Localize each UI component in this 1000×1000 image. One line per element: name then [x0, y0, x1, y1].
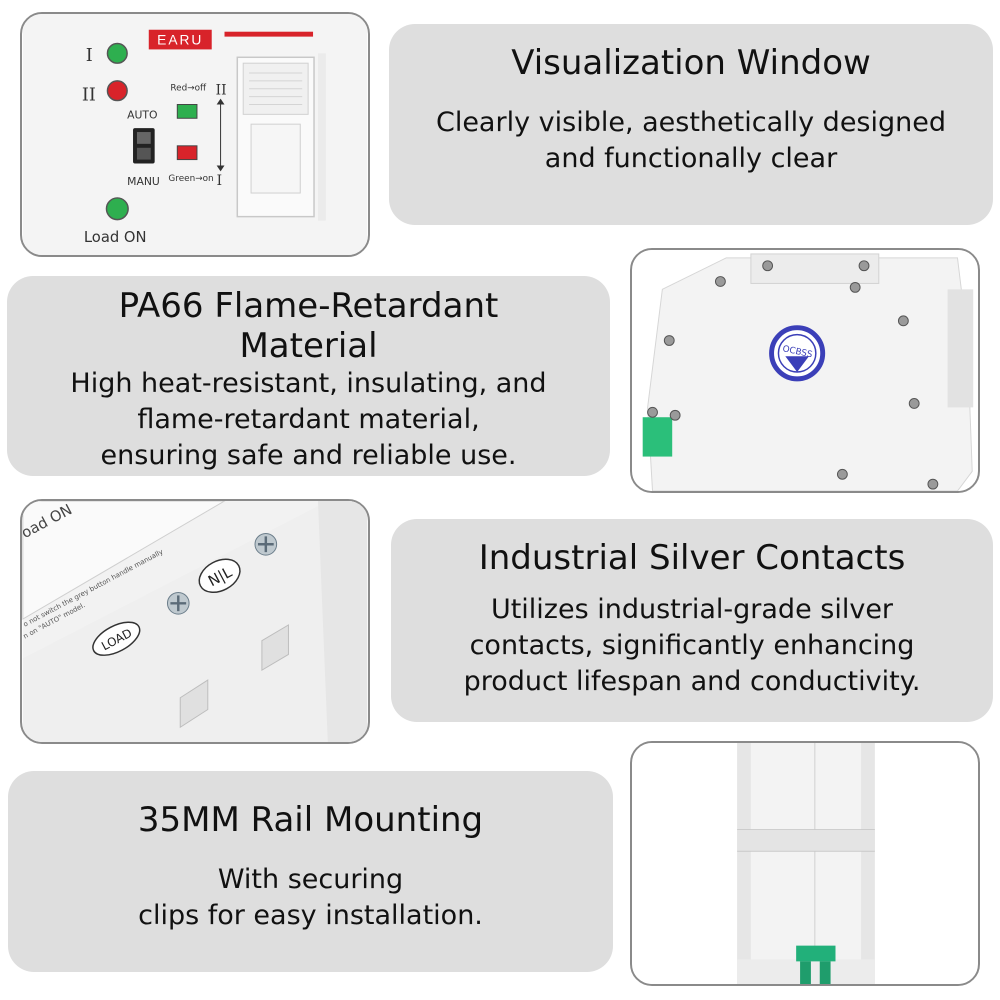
rail-clip-photo — [630, 741, 980, 986]
card-body-line: Clearly visible, aesthetically designed — [435, 107, 947, 138]
card-body-line: flame-retardant material, — [137, 404, 480, 435]
label-i: I — [86, 46, 93, 66]
terminal-screw — [166, 591, 190, 615]
card-body-line: ensuring safe and reliable use. — [100, 440, 517, 471]
green-on-label: Green→on — [168, 174, 213, 184]
card-body-line: and functionally clear — [544, 143, 838, 174]
feature-card-material: PA66 Flame-Retardant Material High heat-… — [7, 276, 610, 476]
card-title-line: PA66 Flame-Retardant — [118, 286, 499, 326]
card-body-line: product lifespan and conductivity. — [463, 666, 921, 697]
earu-logo-text: EARU — [157, 32, 203, 47]
ocbss-logo: OCBSS — [769, 325, 826, 382]
red-off-label: Red→off — [170, 84, 207, 94]
terminal-screw — [254, 532, 278, 556]
visualization-window-photo: EARU I II AUTO MANU Load ON Red→off Gree… — [20, 12, 370, 257]
red-led-ii — [106, 80, 128, 102]
housing-side-photo: OCBSS — [630, 248, 980, 493]
manu-label: MANU — [127, 175, 160, 188]
card-body-line: With securing — [217, 864, 404, 895]
card-title: Visualization Window — [511, 43, 871, 83]
green-led-load — [105, 197, 129, 221]
green-window — [176, 104, 198, 119]
card-title: 35MM Rail Mounting — [137, 800, 484, 840]
card-body-line: High heat-resistant, insulating, and — [70, 368, 547, 399]
load-on-label: Load ON — [84, 229, 147, 246]
card-body-line: clips for easy installation. — [138, 900, 483, 931]
green-led-i — [106, 42, 128, 64]
card-title-line: Material — [239, 326, 378, 366]
card-body-line: contacts, significantly enhancing — [469, 630, 915, 661]
terminals-photo: oad ON o not switch the grey button hand… — [20, 499, 370, 744]
feature-card-rail-mounting: 35MM Rail Mounting With securing clips f… — [8, 771, 613, 972]
label-ii: II — [82, 86, 96, 106]
label-ii-right: II — [216, 83, 227, 99]
red-window — [176, 145, 198, 161]
red-stripe — [224, 31, 314, 37]
earu-logo — [148, 29, 212, 50]
feature-card-visualization: Visualization Window Clearly visible, ae… — [389, 24, 993, 225]
auto-label: AUTO — [127, 108, 157, 121]
nl-label: N|L — [198, 558, 241, 594]
feature-card-silver-contacts: Industrial Silver Contacts Utilizes indu… — [391, 519, 993, 722]
label-i-right: I — [217, 173, 222, 189]
card-title: Industrial Silver Contacts — [478, 538, 906, 578]
green-rail-clip — [796, 945, 836, 984]
card-body-line: Utilizes industrial-grade silver — [490, 594, 894, 625]
